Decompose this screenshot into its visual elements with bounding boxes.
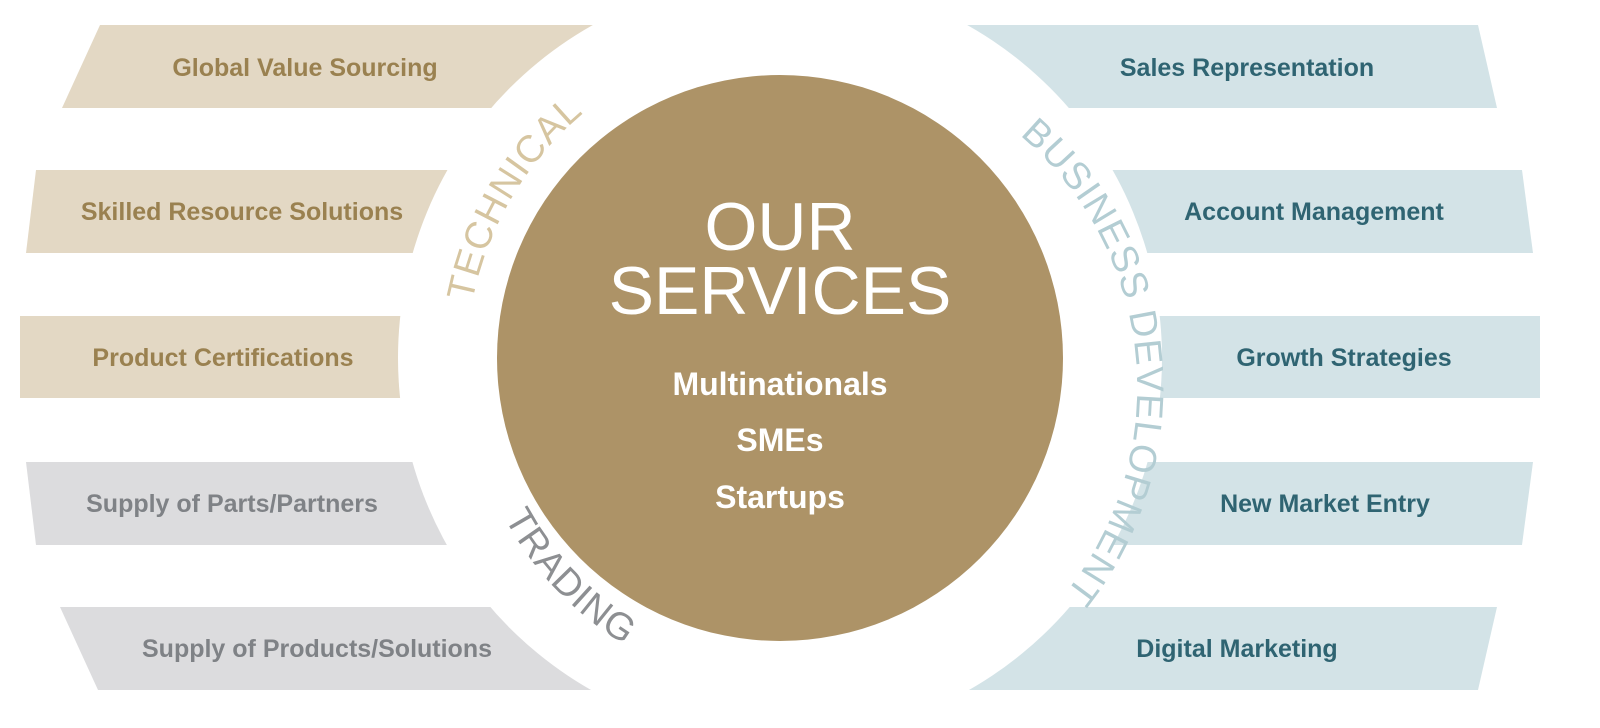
center-title-line2: SERVICES [609,253,952,329]
band-right-1-label: Account Management [1184,198,1444,226]
band-left-3-label: Supply of Parts/Partners [86,490,378,518]
band-left-1-label: Skilled Resource Solutions [81,198,403,226]
band-left-0-label: Global Value Sourcing [172,54,437,82]
band-left-2-label: Product Certifications [92,344,353,372]
band-right-3-label: New Market Entry [1220,490,1430,518]
segment-multinationals: Multinationals [672,366,887,402]
center-title-line1: OUR [704,189,855,265]
band-right-2-label: Growth Strategies [1236,344,1451,372]
segment-smes: SMEs [736,422,823,458]
center-circle [497,75,1063,641]
band-left-4-label: Supply of Products/Solutions [142,635,492,663]
segment-startups: Startups [715,479,845,515]
band-right-4-label: Digital Marketing [1136,635,1337,663]
band-right-0-label: Sales Representation [1120,54,1374,82]
